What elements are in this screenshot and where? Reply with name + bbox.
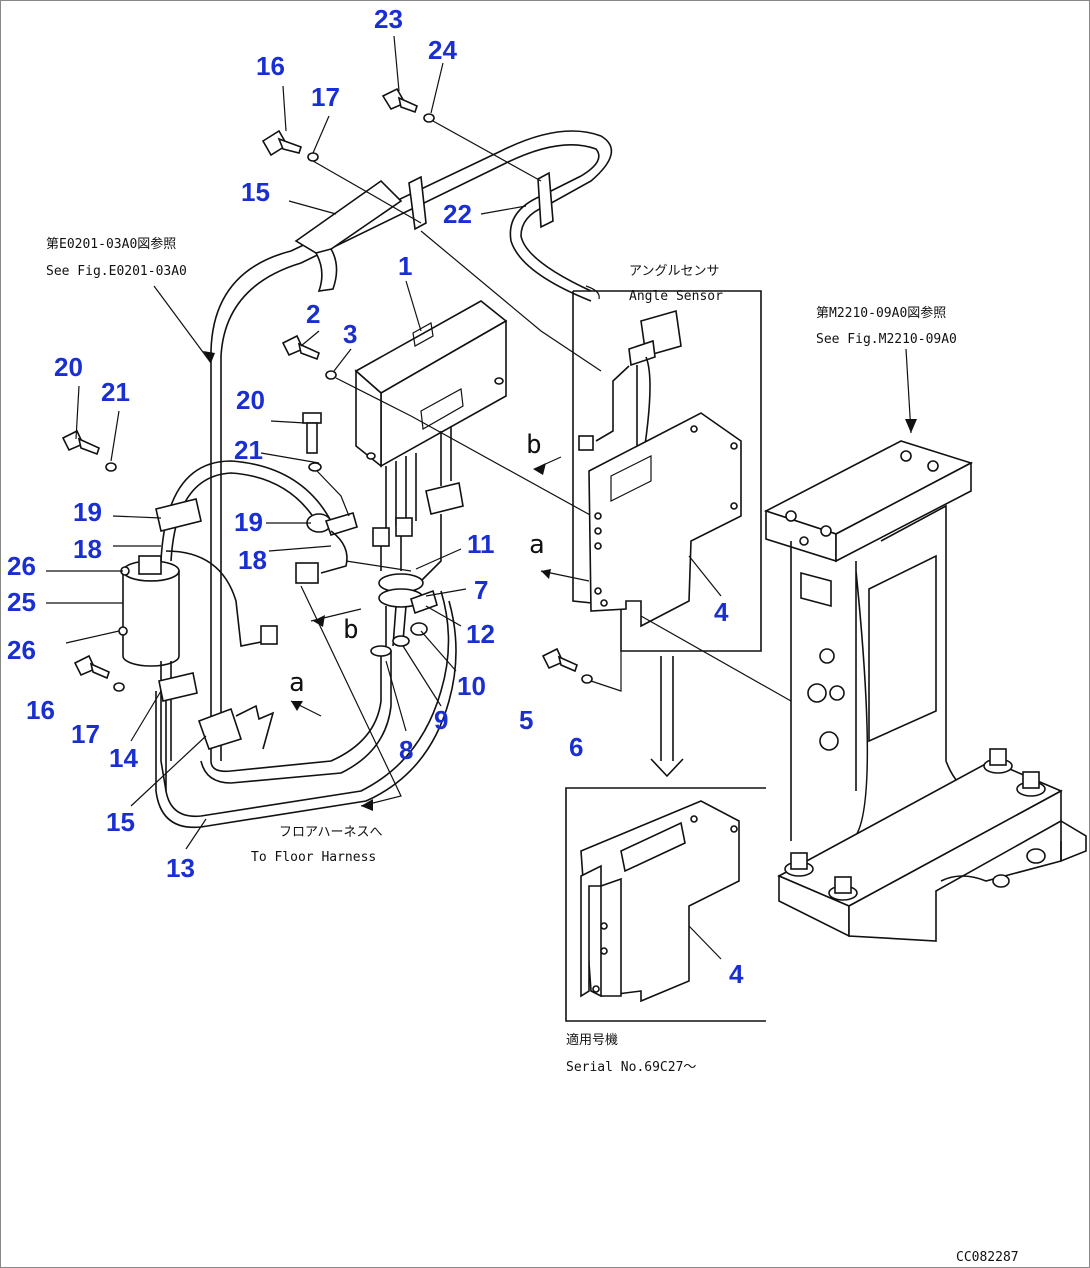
callout-18-right: 18	[238, 545, 267, 575]
clamp-7-assembly	[370, 573, 438, 657]
bracket-4-main	[572, 290, 762, 652]
marker-b-left: b	[343, 615, 359, 645]
upper-harness-loop	[210, 130, 613, 761]
ref-e0201-jp: 第E0201-03A0図参照	[46, 236, 176, 252]
ref-e0201-en: See Fig.E0201-03A0	[46, 264, 187, 279]
drawing-code: CC082287	[956, 1250, 1019, 1265]
callout-18-left: 18	[73, 534, 102, 564]
controller-connectors	[372, 426, 464, 582]
callout-12: 12	[466, 619, 495, 649]
callout-8: 8	[399, 735, 413, 765]
bracket-4-alt	[565, 787, 766, 1022]
callout-20-left: 20	[54, 352, 83, 382]
callout-16-left: 16	[26, 695, 55, 725]
leader-lines	[46, 35, 912, 960]
washer-21-mid	[308, 462, 322, 472]
callout-11: 11	[467, 529, 495, 559]
ref-m2210-en: See Fig.M2210-09A0	[816, 332, 957, 347]
callout-24: 24	[428, 35, 457, 65]
callout-5: 5	[519, 705, 533, 735]
callout-19-right: 19	[234, 507, 263, 537]
callout-10: 10	[457, 671, 486, 701]
callout-15-top: 15	[241, 177, 270, 207]
marker-a-left: a	[289, 668, 305, 698]
callout-14: 14	[109, 743, 138, 773]
marker-b-right: b	[526, 430, 542, 460]
leader-arrows	[203, 351, 917, 811]
callout-6: 6	[569, 732, 583, 762]
callout-1: 1	[398, 251, 412, 281]
frame-column	[763, 440, 1087, 942]
stud-bolts	[784, 748, 1046, 901]
lower-harness	[155, 590, 457, 829]
callout-9: 9	[434, 705, 448, 735]
clamp-19-right	[295, 512, 358, 584]
callout-16-top: 16	[256, 51, 285, 81]
floor-harness-en: To Floor Harness	[251, 850, 376, 865]
serial-en: Serial No.69C27～	[566, 1060, 696, 1075]
serial-jp: 適用号機	[566, 1032, 618, 1048]
callout-26-bottom: 26	[7, 635, 36, 665]
angle-sensor-jp: アングルセンサ	[629, 264, 719, 279]
floor-harness-jp: フロアハーネスへ	[279, 825, 382, 840]
angle-sensor	[578, 309, 682, 501]
callout-21-mid: 21	[234, 435, 263, 465]
callout-numbers: 23 24 16 17 15 22 1 2 3 20 21 20 21 19 1…	[7, 4, 744, 989]
callout-15-bottom: 15	[106, 807, 135, 837]
controller-1	[354, 300, 508, 468]
washer-17-left	[113, 682, 125, 692]
washer-3	[325, 370, 337, 380]
callout-20-mid: 20	[236, 385, 265, 415]
bolt-5	[541, 647, 578, 673]
angle-sensor-en: Angle Sensor	[629, 289, 723, 304]
callout-17-left: 17	[71, 719, 100, 749]
callout-19-left: 19	[73, 497, 102, 527]
bolt-16-left	[73, 654, 110, 680]
callout-17-top: 17	[311, 82, 340, 112]
washer-17-top	[307, 152, 319, 162]
bolt-20-left	[61, 429, 100, 456]
bolt-23	[381, 87, 418, 114]
callout-23: 23	[374, 4, 403, 34]
washer-6	[581, 674, 593, 684]
callout-22: 22	[443, 199, 472, 229]
arrow-down	[650, 656, 684, 778]
ref-m2210-jp: 第M2210-09A0図参照	[816, 305, 946, 321]
callout-3: 3	[343, 319, 357, 349]
bolt-20-mid	[302, 412, 322, 454]
callout-21-left: 21	[101, 377, 130, 407]
marker-a-right: a	[529, 530, 545, 560]
floor-harness-leader	[300, 585, 402, 807]
callout-4-alt: 4	[729, 959, 744, 989]
callout-25: 25	[7, 587, 36, 617]
callout-26-top: 26	[7, 551, 36, 581]
callout-2: 2	[306, 299, 320, 329]
filter-25	[118, 460, 332, 792]
callout-13: 13	[166, 853, 195, 883]
bolt-16-top	[261, 129, 303, 157]
washer-21-left	[105, 462, 117, 472]
bolt-2	[281, 334, 320, 361]
callout-4-main: 4	[714, 597, 729, 627]
callout-7: 7	[474, 575, 488, 605]
washer-24	[423, 113, 435, 123]
